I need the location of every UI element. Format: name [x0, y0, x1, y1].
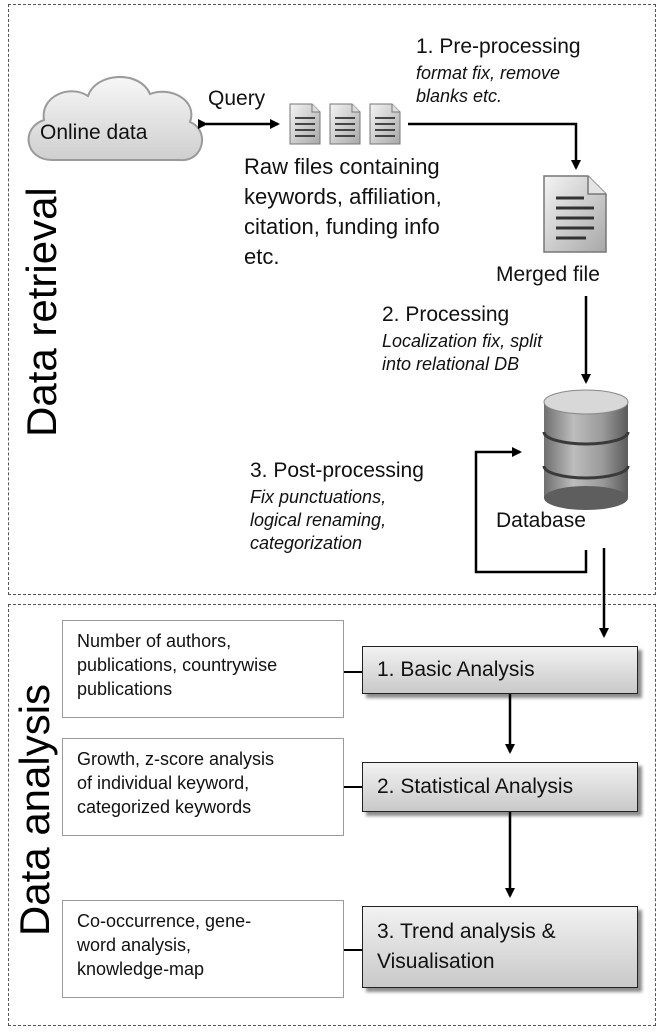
merged-file-icon: [543, 175, 607, 253]
statistical-note-line-3: categorized keywords: [77, 797, 252, 817]
raw-files-line-4: etc.: [244, 244, 280, 269]
raw-files-line-3: citation, funding info: [244, 214, 440, 239]
postprocessing-detail-2: logical renaming,: [250, 510, 387, 530]
preprocessing-arrow: [408, 122, 581, 170]
cloud-icon: [27, 76, 203, 162]
basic-note-line-2: publications, countrywise: [77, 655, 278, 675]
trend-analysis-box: 3. Trend analysis & Visualisation: [362, 906, 638, 988]
basic-note-line-1: Number of authors,: [77, 631, 232, 651]
postprocessing-loop-arrow: [474, 447, 588, 574]
online-data-label: Online data: [40, 121, 148, 144]
preprocessing-title: 1. Pre-processing: [416, 35, 581, 58]
preprocessing-detail-1: format fix, remove: [416, 63, 561, 83]
basic-analysis-box: 1. Basic Analysis: [362, 646, 638, 694]
merged-file-label: Merged file: [496, 263, 600, 286]
trend-analysis-label-line-1: 3. Trend analysis &: [377, 920, 556, 943]
statistical-analysis-label: 2. Statistical Analysis: [377, 775, 574, 798]
trend-analysis-note: Co-occurrence, gene- word analysis, know…: [62, 900, 344, 998]
statistical-analysis-note: Growth, z-score analysis of individual k…: [62, 738, 344, 836]
basic-note-line-3: publications: [77, 679, 173, 699]
statistical-note-line-1: Growth, z-score analysis: [77, 749, 275, 769]
data-analysis-section: [8, 604, 656, 1026]
preprocessing-detail-2: blanks etc.: [416, 86, 503, 106]
raw-files-line-1: Raw files containing: [244, 154, 440, 179]
postprocessing-detail-1: Fix punctuations,: [250, 487, 387, 507]
query-label: Query: [208, 87, 266, 110]
basic-analysis-label: 1. Basic Analysis: [377, 658, 535, 681]
processing-title: 2. Processing: [382, 303, 510, 326]
trend-note-line-2: word analysis,: [77, 935, 192, 955]
raw-files-line-2: keywords, affiliation,: [244, 184, 442, 209]
processing-detail-1: Localization fix, split: [382, 331, 543, 351]
database-label: Database: [496, 509, 586, 532]
postprocessing-detail-3: categorization: [250, 533, 363, 553]
trend-note-line-3: knowledge-map: [77, 959, 205, 979]
trend-analysis-label-line-2: Visualisation: [377, 950, 495, 973]
raw-files-icon: [289, 103, 401, 145]
data-retrieval-section: [8, 4, 656, 595]
basic-analysis-note: Number of authors, publications, country…: [62, 620, 344, 718]
processing-detail-2: into relational DB: [382, 354, 520, 374]
statistical-note-line-2: of individual keyword,: [77, 773, 250, 793]
statistical-analysis-box: 2. Statistical Analysis: [362, 762, 638, 812]
postprocessing-title: 3. Post-processing: [250, 459, 424, 482]
database-icon: [542, 389, 630, 510]
trend-note-line-1: Co-occurrence, gene-: [77, 911, 252, 931]
raw-files-description: Raw files containing keywords, affiliati…: [244, 152, 442, 272]
